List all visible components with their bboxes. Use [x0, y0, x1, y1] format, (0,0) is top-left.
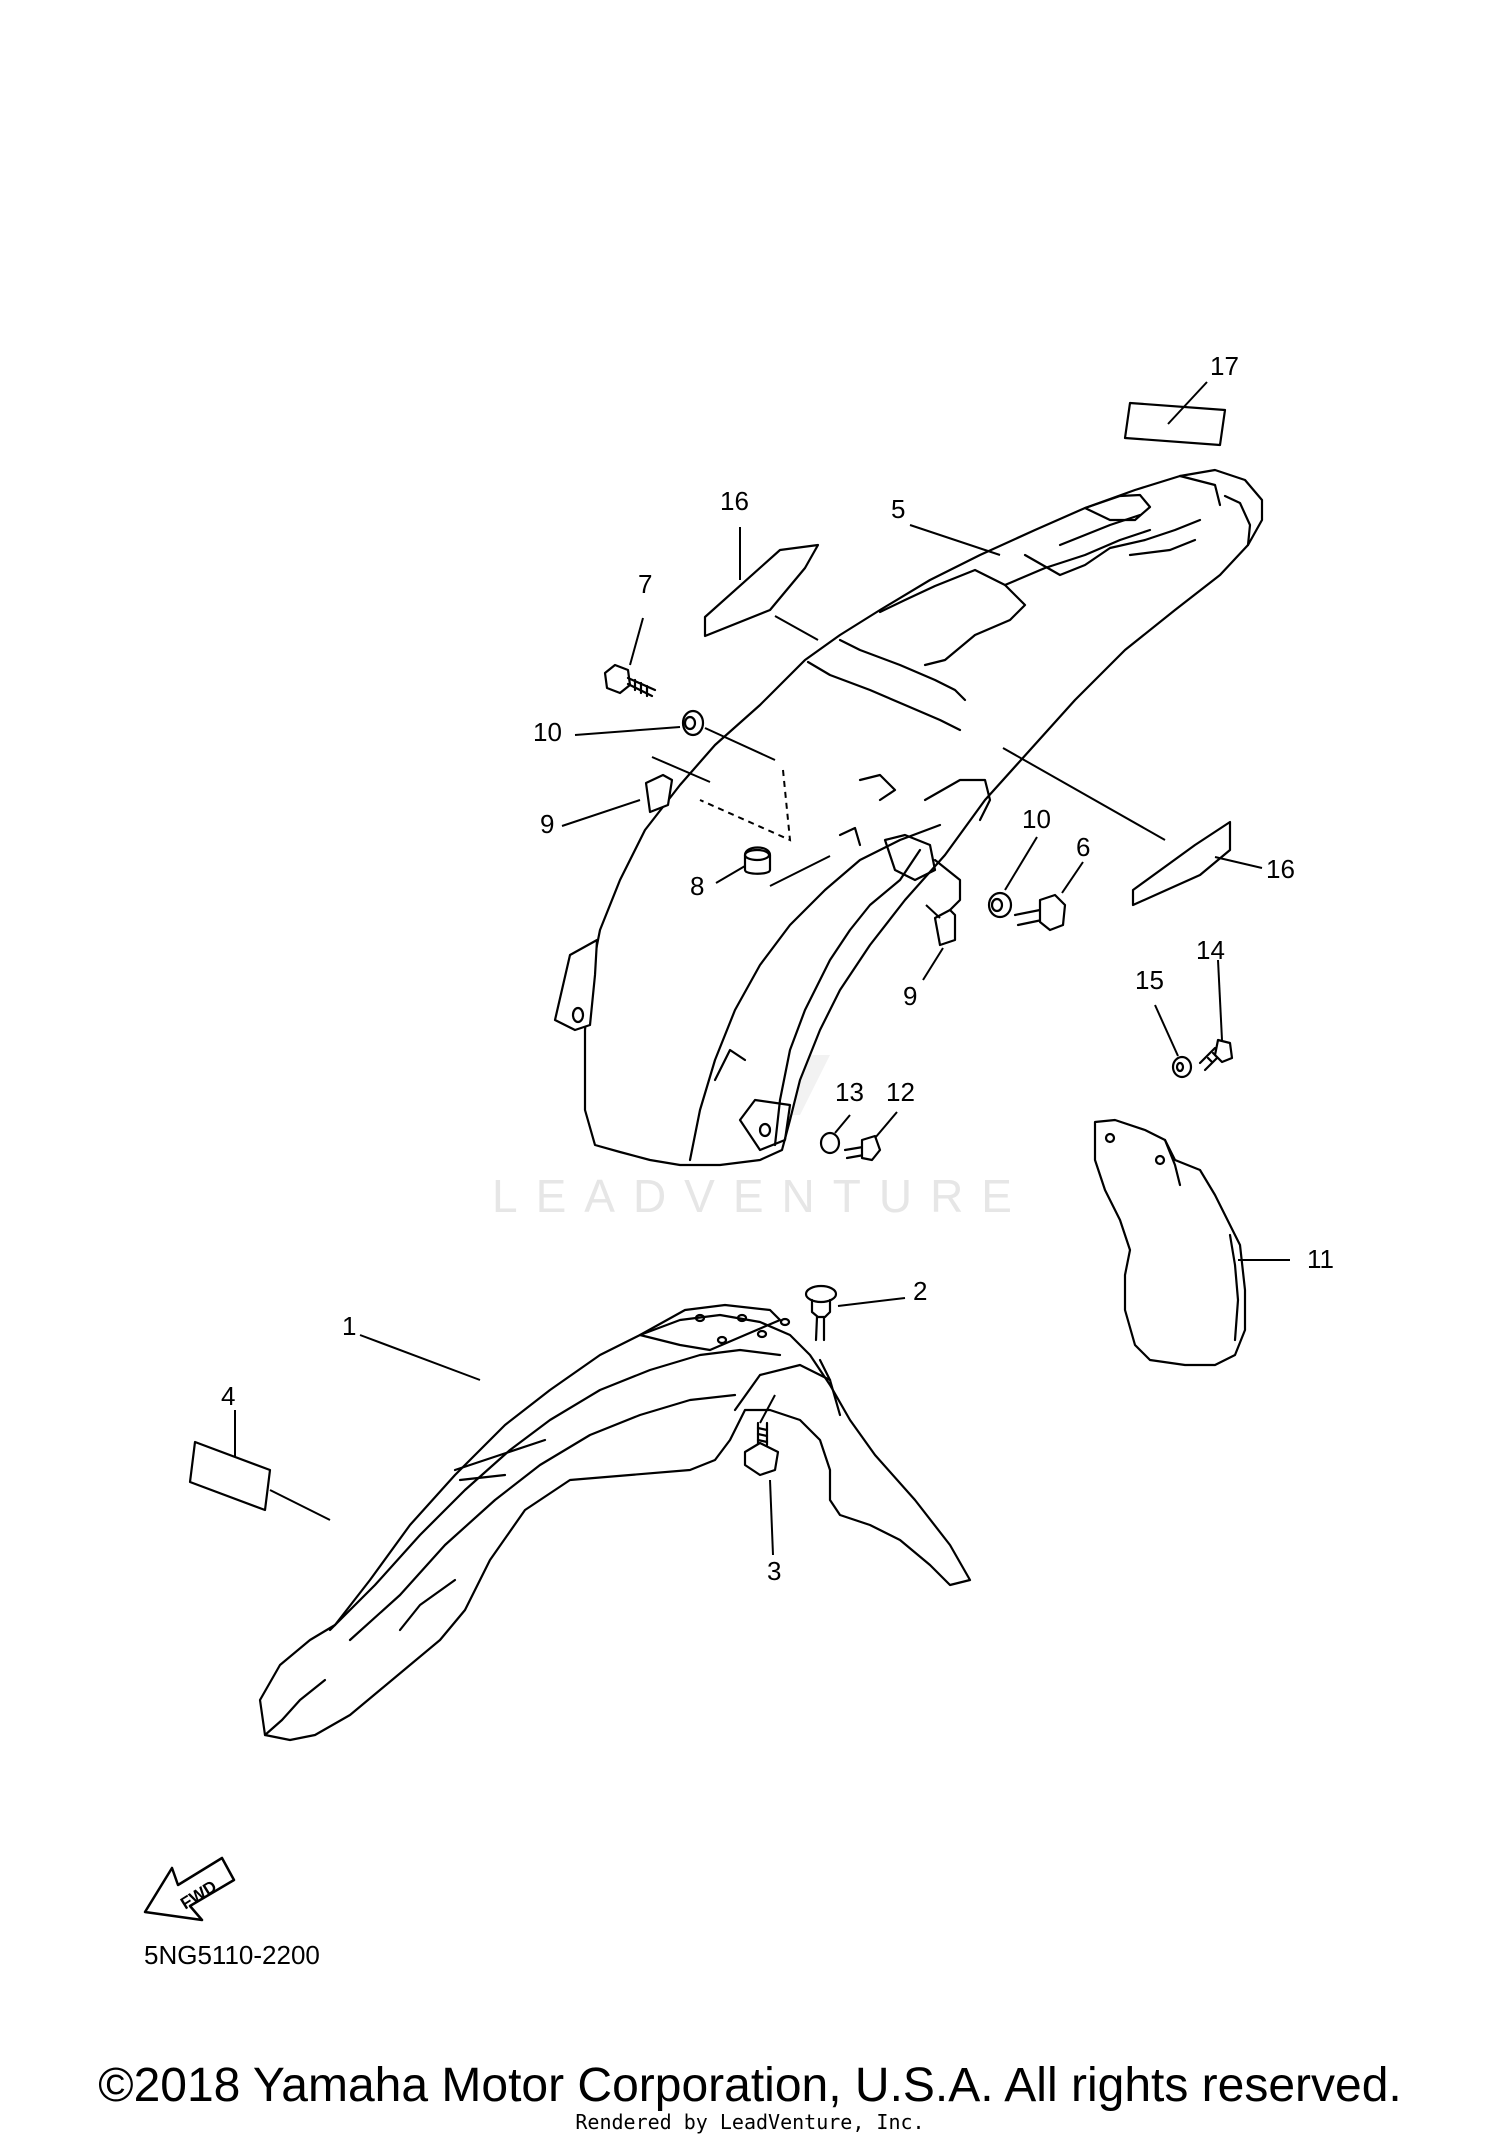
callout-5: 5	[891, 494, 905, 524]
diagram-reference-code: 5NG5110-2200	[144, 1940, 320, 1970]
screw-12[interactable]	[843, 1134, 882, 1162]
callout-17: 17	[1210, 351, 1239, 381]
callout-8: 8	[690, 871, 704, 901]
emblem-4[interactable]	[188, 1440, 272, 1512]
nut-9-left[interactable]	[644, 773, 674, 814]
leader-8	[715, 865, 746, 884]
rear-fender[interactable]	[553, 468, 1264, 1167]
nut-9-right[interactable]	[933, 908, 957, 947]
leader-9-right-b	[925, 904, 941, 919]
fwd-arrow-icon: FWD	[143, 1856, 236, 1922]
screw-14[interactable]	[1198, 1038, 1234, 1072]
mud-flap[interactable]	[1093, 1118, 1247, 1367]
callout-13: 13	[835, 1077, 864, 1107]
leader-16-right	[1002, 747, 1166, 841]
leader-16-left-b	[774, 615, 819, 641]
bolt-7[interactable]	[603, 663, 657, 698]
callout-16-right: 16	[1266, 854, 1295, 884]
callout-12: 12	[886, 1077, 915, 1107]
callout-10-top: 10	[533, 717, 562, 747]
callout-9-right: 9	[903, 981, 917, 1011]
callout-16-left: 16	[720, 486, 749, 516]
callout-11: 11	[1307, 1244, 1334, 1274]
leader-16-right-b	[1214, 856, 1263, 869]
leader-12	[874, 1111, 898, 1139]
callout-14: 14	[1196, 935, 1225, 965]
washer-15[interactable]	[1171, 1055, 1193, 1079]
callout-9-left: 9	[540, 809, 554, 839]
leader-2	[837, 1297, 906, 1307]
grommet-2[interactable]	[804, 1284, 838, 1342]
copyright-notice: ©2018 Yamaha Motor Corporation, U.S.A. A…	[98, 2059, 1402, 2112]
collar-10-top[interactable]	[681, 709, 705, 737]
leader-10-right	[1004, 836, 1038, 891]
callout-4: 4	[221, 1381, 235, 1411]
leader-9-left	[561, 799, 641, 827]
callout-10-right: 10	[1022, 804, 1051, 834]
grommet-8[interactable]	[743, 846, 772, 875]
leader-7	[629, 617, 644, 666]
emblem-16-left[interactable]	[703, 543, 820, 638]
callout-2: 2	[913, 1276, 927, 1306]
bolt-6[interactable]	[1013, 893, 1067, 932]
bolt-3[interactable]	[743, 1421, 780, 1477]
leader-4-b	[269, 1489, 331, 1521]
leader-10-top-b	[704, 727, 776, 761]
leader-10-top-dash	[699, 769, 792, 842]
leader-5	[909, 524, 1001, 556]
watermark-text: LEADVENTURE	[492, 1170, 1030, 1222]
callout-3: 3	[767, 1556, 781, 1586]
collar-13[interactable]	[819, 1131, 841, 1155]
callout-15: 15	[1135, 965, 1164, 995]
callout-6: 6	[1076, 832, 1090, 862]
leader-8-b	[769, 855, 831, 887]
collar-10-right[interactable]	[987, 891, 1013, 919]
emblem-17[interactable]	[1123, 401, 1227, 447]
leader-13	[834, 1114, 851, 1134]
leader-10-top	[574, 726, 681, 736]
leader-17	[1167, 381, 1208, 425]
leader-6	[1061, 861, 1084, 894]
callout-1: 1	[342, 1311, 356, 1341]
leader-15	[1154, 1004, 1179, 1057]
rendered-by-notice: Rendered by LeadVenture, Inc.	[575, 2110, 925, 2134]
leader-3	[769, 1479, 774, 1556]
callout-7: 7	[638, 569, 652, 599]
leader-9-right	[922, 947, 944, 981]
leader-14	[1217, 959, 1223, 1041]
leader-3-b	[759, 1394, 776, 1424]
emblem-16-right[interactable]	[1131, 820, 1232, 907]
leader-1	[359, 1334, 481, 1381]
leader-9-left-b	[651, 756, 711, 783]
front-fender[interactable]	[258, 1303, 972, 1742]
